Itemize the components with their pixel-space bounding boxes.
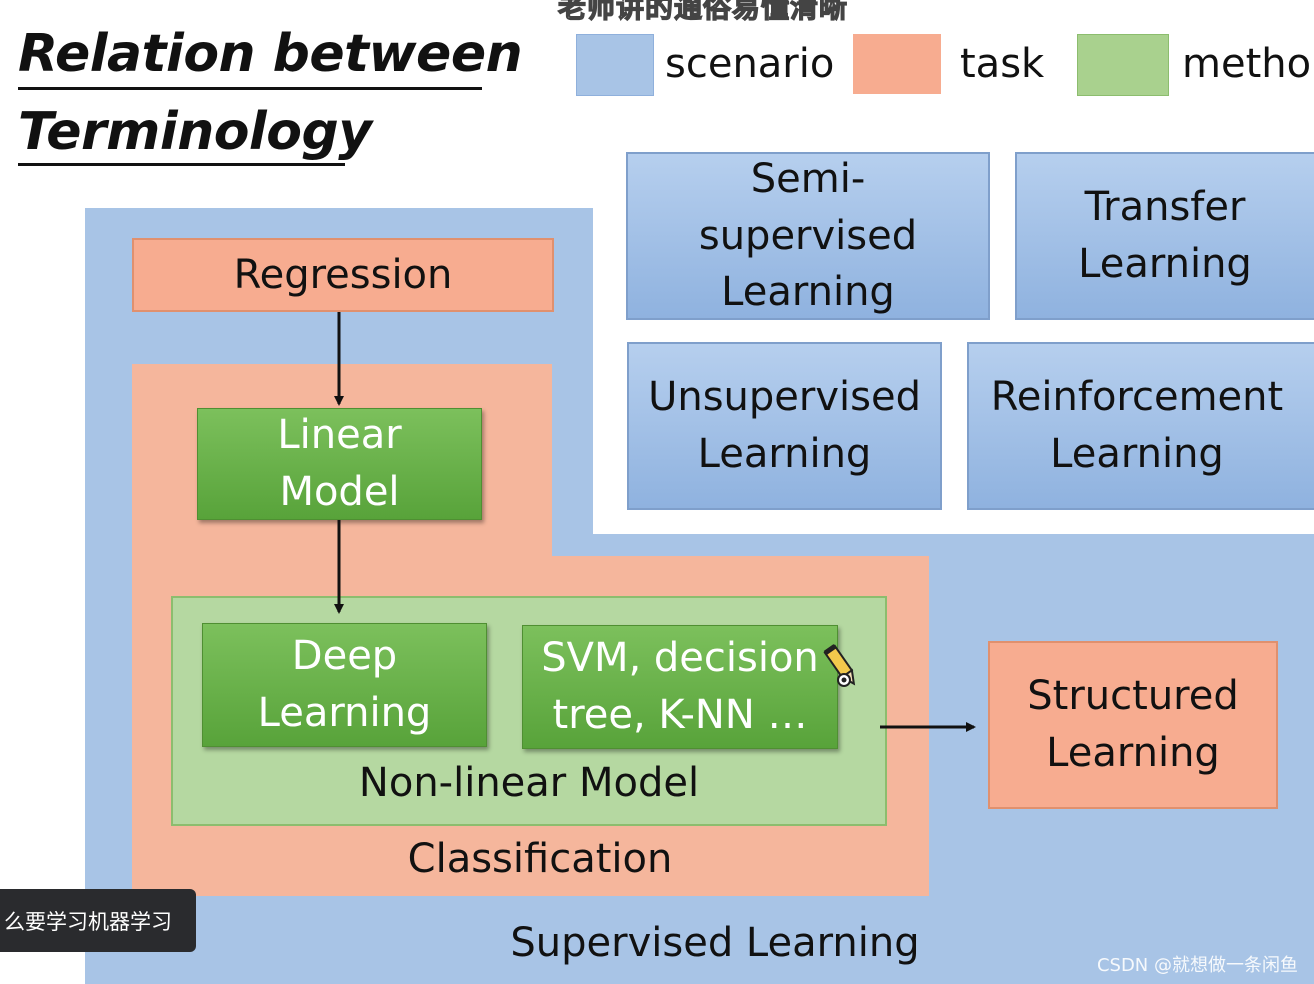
semi-supervised-learning-box: Semi-supervised Learning (626, 152, 990, 320)
deep-learning-box: Deep Learning (202, 623, 487, 747)
pencil-icon (823, 644, 856, 687)
legend-label-task: task (960, 41, 1045, 87)
structured-learning-box: Structured Learning (988, 641, 1278, 809)
svm-knn-box: SVM, decision tree, K-NN … (522, 625, 838, 749)
regression-box: Regression (132, 238, 554, 312)
title-underline-1 (18, 87, 482, 90)
csdn-watermark: CSDN @就想做一条闲鱼 (1096, 955, 1298, 976)
supervised-learning-label: Supervised Learning (510, 920, 920, 966)
title-line-1: Relation between (18, 24, 523, 84)
video-caption: 老师讲的通俗易懂清晰 (557, 0, 849, 25)
legend-label-scenario: scenario (665, 41, 835, 87)
legend-swatch-method (1077, 34, 1169, 96)
title-underline-2 (18, 163, 345, 166)
classification-label: Classification (407, 836, 673, 882)
title-line-2: Terminology (18, 102, 372, 162)
legend-swatch-task (853, 34, 941, 94)
legend-swatch-scenario (576, 34, 654, 96)
notification-toast[interactable]: 么要学习机器学习 (0, 889, 196, 952)
nonlinear-model-label: Non-linear Model (358, 760, 700, 806)
transfer-learning-box: Transfer Learning (1015, 152, 1314, 320)
legend-label-method: metho (1182, 41, 1312, 87)
linear-model-box: Linear Model (197, 408, 482, 520)
unsupervised-learning-box: Unsupervised Learning (627, 342, 942, 510)
reinforcement-learning-box: Reinforcement Learning (967, 342, 1314, 510)
